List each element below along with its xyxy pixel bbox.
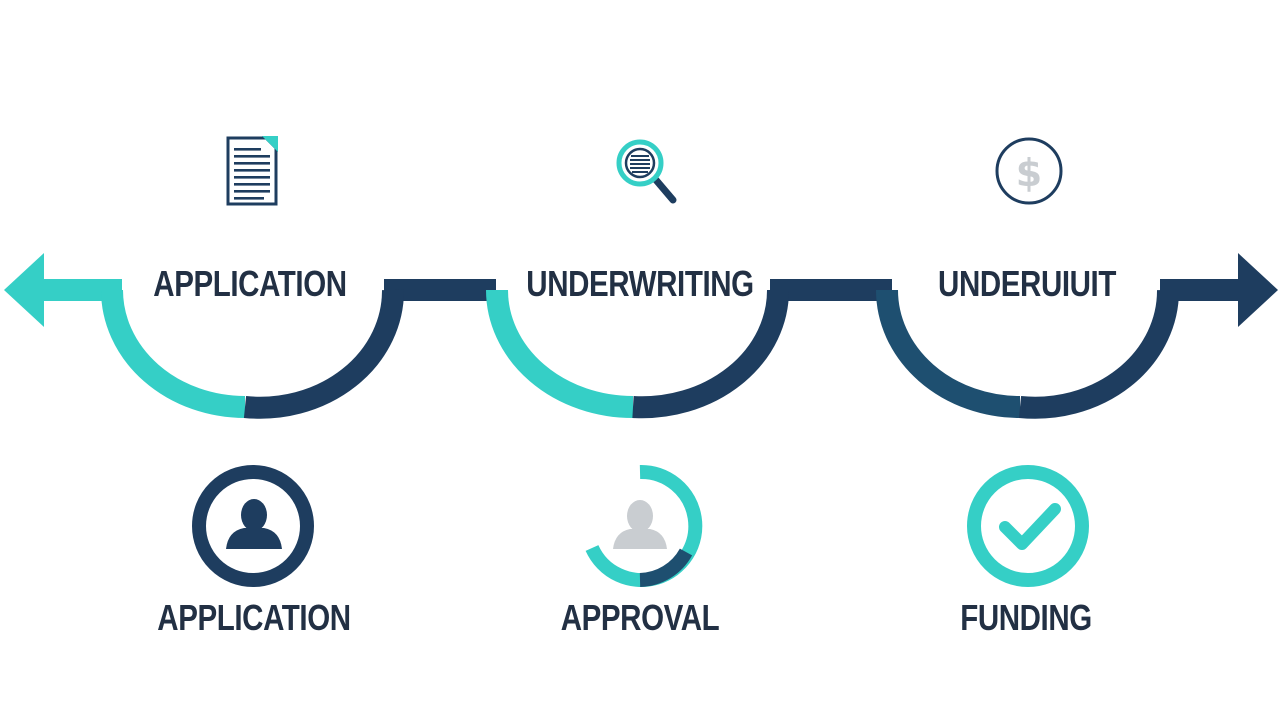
bottom-step-label-approval: APPROVAL: [560, 597, 720, 638]
bottom-step-label-funding: FUNDING: [960, 597, 1092, 638]
checkmark-icon: [967, 465, 1089, 587]
top-step-label-underwriting: UNDERWRITING: [526, 263, 754, 304]
top-step-label-third: UNDERUIUIT: [938, 263, 1116, 304]
arc-2: [486, 289, 790, 419]
magnifier-icon: [616, 139, 677, 204]
right-arrow: [1160, 253, 1278, 327]
user-icon: [192, 465, 314, 587]
arc-1: [101, 289, 405, 419]
user-icon: [585, 464, 703, 587]
bottom-step-label-application: APPLICATION: [157, 597, 351, 638]
svg-text:$: $: [1016, 151, 1042, 195]
arc-3: [876, 289, 1180, 419]
top-step-label-application: APPLICATION: [153, 263, 347, 304]
dollar-coin-icon: $: [995, 137, 1063, 205]
document-icon: [226, 136, 278, 206]
